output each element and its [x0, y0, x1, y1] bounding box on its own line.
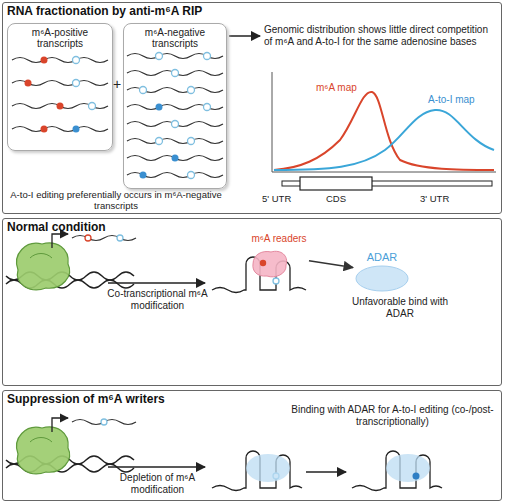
m6a-site — [25, 80, 32, 87]
rna-hairpin — [212, 451, 302, 491]
adar-label: ADAR — [353, 251, 411, 263]
finding-note: A-to-I editing preferentially occurs in … — [6, 190, 226, 212]
outcome-label: Unfavorable bind with ADAR — [345, 296, 455, 319]
m6a-site — [260, 260, 266, 266]
panel-title: Suppression of m⁶A writers — [7, 392, 165, 406]
adenosine-site — [188, 138, 195, 145]
adenosine-site — [188, 87, 195, 94]
adenosine-site — [172, 70, 179, 77]
transcript-line — [127, 88, 223, 93]
inosine-site — [140, 172, 147, 179]
inosine-site — [156, 104, 163, 111]
transcript-line — [127, 105, 223, 110]
region-label: 5' UTR — [262, 194, 291, 205]
distribution-chart — [272, 72, 496, 190]
transcript-line — [127, 54, 223, 59]
adar-ellipse — [356, 266, 408, 291]
conclusion-note: Genomic distribution shows little direct… — [264, 24, 498, 47]
box-title: m⁶A-positive transcripts — [11, 27, 109, 49]
reader-shape — [249, 246, 309, 279]
process-label: Co-transcriptional m⁶A modification — [100, 288, 215, 311]
adenosine-site — [273, 278, 279, 284]
adar-shape — [353, 264, 411, 293]
adenosine-site — [117, 235, 123, 241]
fraction-box: m⁶A-negative transcripts — [123, 23, 227, 189]
editing-curve — [274, 110, 494, 170]
adenosine-site — [156, 138, 163, 145]
adenosine-site — [73, 57, 80, 64]
transcript-line — [127, 173, 223, 178]
transcript-line — [127, 122, 223, 127]
m6a-site — [41, 57, 48, 64]
negative-transcripts — [127, 53, 223, 179]
process-label: Depletion of m⁶A modification — [100, 472, 215, 495]
transcript-line — [127, 139, 223, 144]
inosine-site — [413, 473, 420, 480]
m6a-site — [41, 126, 48, 133]
reader-label: m⁶A readers — [249, 233, 309, 244]
series-label: m⁶A map — [316, 82, 357, 94]
adenosine-site — [204, 53, 211, 60]
transcript-line — [12, 58, 108, 63]
reader-blob — [253, 251, 287, 277]
series-label: A-to-I map — [428, 94, 475, 106]
adar-binding — [386, 454, 430, 482]
adar-binding — [246, 454, 290, 482]
rna-hairpin — [352, 451, 442, 491]
process-arrow — [108, 466, 205, 468]
adenosine-site — [156, 53, 163, 60]
adenosine-site — [101, 419, 107, 425]
adenosine-site — [140, 87, 147, 94]
inosine-site — [172, 155, 179, 162]
transcript-line — [12, 104, 108, 109]
fraction-box: m⁶A-positive transcripts — [7, 23, 113, 151]
adenosine-site — [172, 121, 179, 128]
outcome-label: Binding with ADAR for A-to-I editing (co… — [290, 404, 495, 427]
chart-axis — [272, 72, 496, 172]
m6a-site — [57, 103, 64, 110]
polymerase — [6, 418, 136, 474]
transcript-line — [127, 71, 223, 76]
polymerase — [6, 234, 136, 290]
inosine-site — [73, 126, 80, 133]
plus-sign: + — [112, 76, 122, 92]
region-label: CDS — [326, 194, 346, 205]
panel-title: Normal condition — [7, 220, 106, 234]
adenosine-site — [89, 103, 96, 110]
box-title: m⁶A-negative transcripts — [127, 27, 223, 49]
binding-arrow — [309, 261, 353, 268]
positive-transcripts — [12, 57, 108, 133]
process-arrow — [108, 282, 205, 284]
m6a-curve — [274, 92, 494, 170]
panel-title: RNA fractionation by anti-m⁶A RIP — [7, 4, 202, 18]
adar-enzyme: ADAR — [353, 251, 411, 293]
transcript-line — [12, 127, 108, 132]
transcript-line — [127, 156, 223, 161]
adenosine-site — [188, 172, 195, 179]
adenosine-site — [204, 104, 211, 111]
cds-bar — [300, 177, 372, 190]
transcript-line — [12, 81, 108, 86]
m6a-site — [85, 235, 91, 241]
reader-protein: m⁶A readers — [249, 233, 309, 279]
flow-arrow — [229, 35, 260, 37]
region-label: 3' UTR — [420, 194, 449, 205]
adenosine-site — [73, 80, 80, 87]
process-arrow — [306, 471, 346, 473]
